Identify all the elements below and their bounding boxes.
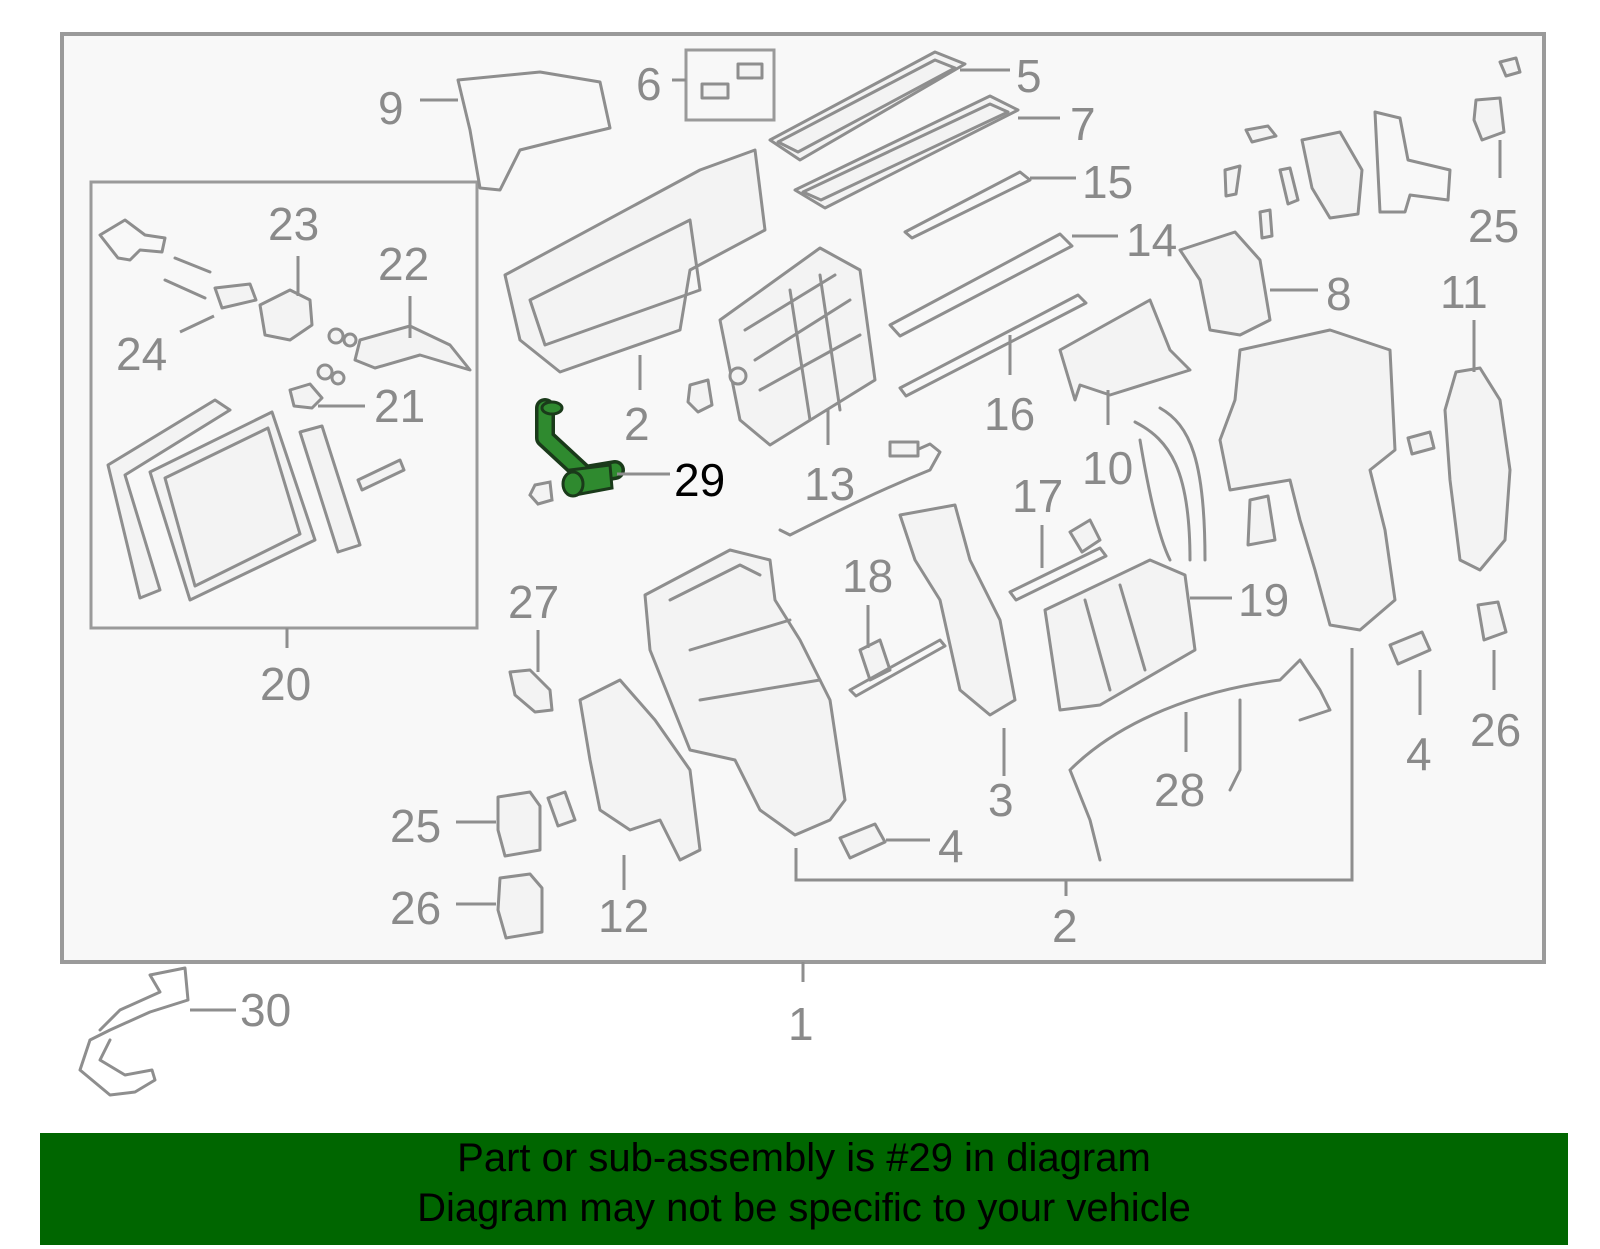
callout-25-lower: 25 [390, 800, 441, 852]
callout-8: 8 [1326, 268, 1352, 320]
callout-29: 29 [674, 454, 725, 506]
subassembly-box-6 [684, 48, 776, 122]
callout-22: 22 [378, 238, 429, 290]
callout-1: 1 [788, 998, 814, 1050]
callout-24: 24 [116, 328, 167, 380]
subassembly-box-20 [89, 180, 479, 630]
leader-lines [179, 68, 1502, 1012]
callout-15: 15 [1082, 156, 1133, 208]
callout-5: 5 [1016, 50, 1042, 102]
callout-6: 6 [636, 58, 662, 110]
callout-14: 14 [1126, 214, 1177, 266]
banner-line-2: Diagram may not be specific to your vehi… [417, 1186, 1191, 1230]
callout-20: 20 [260, 658, 311, 710]
callout-25-top: 25 [1468, 200, 1519, 252]
callout-4-right: 4 [1406, 728, 1432, 780]
callout-9: 9 [378, 82, 404, 134]
callout-2-lower: 2 [1052, 900, 1078, 952]
callout-4-lower: 4 [938, 820, 964, 872]
callout-28: 28 [1154, 764, 1205, 816]
callout-16: 16 [984, 388, 1035, 440]
callout-23: 23 [268, 198, 319, 250]
callout-10: 10 [1082, 442, 1133, 494]
part-drawings [78, 50, 1522, 1097]
callout-19: 19 [1238, 574, 1289, 626]
callout-3: 3 [988, 774, 1014, 826]
callout-labels: 9 6 5 7 15 14 8 25 11 2 13 16 10 23 22 2… [116, 50, 1521, 1050]
callout-26-lower: 26 [390, 882, 441, 934]
info-banner: Part or sub-assembly is #29 in diagram D… [40, 1133, 1568, 1245]
callout-12: 12 [598, 890, 649, 942]
banner-line-1: Part or sub-assembly is #29 in diagram [457, 1136, 1151, 1180]
callout-13: 13 [804, 458, 855, 510]
callout-17: 17 [1012, 470, 1063, 522]
callout-18: 18 [842, 550, 893, 602]
callout-2-upper: 2 [624, 398, 650, 450]
callout-26-right: 26 [1470, 704, 1521, 756]
callout-21: 21 [374, 380, 425, 432]
highlighted-part-29 [528, 398, 625, 506]
callout-30: 30 [240, 984, 291, 1036]
callout-11: 11 [1440, 266, 1488, 318]
callout-27: 27 [508, 576, 559, 628]
callout-7: 7 [1070, 98, 1096, 150]
